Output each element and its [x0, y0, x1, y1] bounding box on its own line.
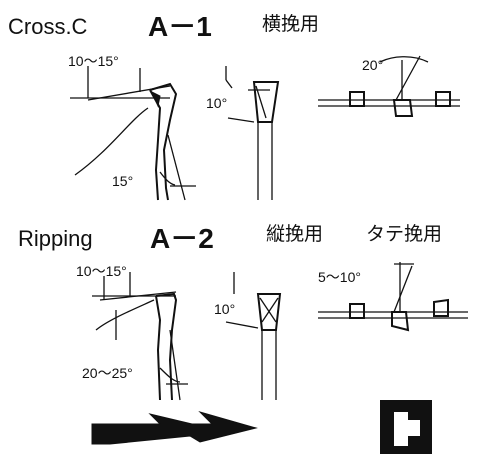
cross-cut-tooth-bevel-view	[225, 66, 280, 200]
ripping-angle-side: 20～25°	[82, 365, 133, 381]
ripping-english-label: Ripping	[18, 226, 93, 251]
cross-cut-tooth-side-view	[70, 66, 196, 201]
section-cross-cut: Cross.C A－1 横挽用 10～15° 15°	[8, 11, 460, 201]
ripping-angle-top: 10～15°	[76, 263, 127, 279]
cross-cut-angle-top: 10～15°	[68, 53, 119, 69]
cross-cut-japanese-label: 横挽用	[262, 13, 319, 35]
ripping-tooth-bevel-view	[225, 272, 282, 400]
ripping-japanese-label-2: タテ挽用	[366, 223, 442, 245]
company-logo-icon	[380, 400, 432, 454]
ripping-tooth-side-view	[92, 272, 188, 401]
cross-cut-angle-set: 20°	[362, 57, 383, 73]
ripping-angle-set: 5～10°	[318, 269, 361, 285]
cross-cut-angle-side: 15°	[112, 173, 133, 189]
section-ripping: Ripping A－2 縦挽用 タテ挽用 10～15° 20～25°	[18, 223, 468, 401]
ripping-japanese-label: 縦挽用	[266, 223, 323, 245]
ripping-tooth-set-view	[318, 262, 468, 332]
cross-cut-angle-bevel: 10°	[206, 95, 227, 111]
saw-tooth-silhouette-icon	[91, 410, 258, 445]
cross-cut-tooth-set-view	[318, 55, 460, 117]
cross-cut-code: A－1	[148, 11, 212, 42]
cross-cut-english-label: Cross.C	[8, 14, 88, 39]
ripping-angle-bevel: 10°	[214, 301, 235, 317]
ripping-code: A－2	[150, 223, 214, 254]
